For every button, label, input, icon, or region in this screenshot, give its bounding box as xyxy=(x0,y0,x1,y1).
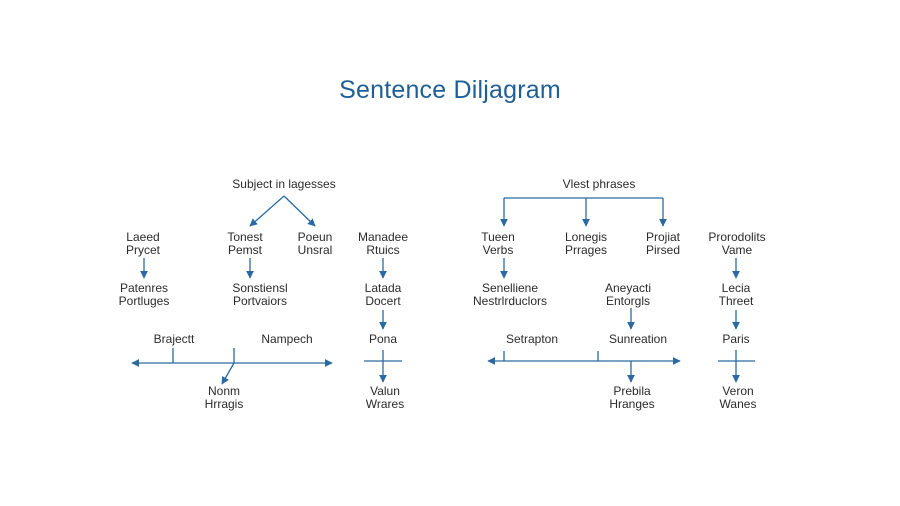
node-prebila-line-2: Hranges xyxy=(609,397,655,411)
node-senelliene-line-2: Nestrlrduclors xyxy=(472,294,548,308)
node-aneyacti-line-1: Aneyacti xyxy=(604,281,652,295)
node-brajectt: Brajectt xyxy=(154,333,195,346)
node-sunreation-line-1: Sunreation xyxy=(608,332,668,346)
node-valun-line-1: Valun xyxy=(370,384,400,398)
node-tonest-line-1: Tonest xyxy=(227,230,263,244)
node-tonest-line-2: Pemst xyxy=(227,243,263,257)
node-lonegis-line-2: Prrages xyxy=(564,243,608,257)
node-latada-line-1: Latada xyxy=(364,281,402,295)
node-nampech: Nampech xyxy=(261,333,312,346)
node-paris-line-1: Paris xyxy=(722,332,750,346)
node-nonm-line-2: Hrragis xyxy=(204,397,244,411)
diagram-title: Sentence Diljagram xyxy=(339,76,561,104)
node-sunreation: Sunreation xyxy=(609,333,667,346)
node-patenres-line-1: Patenres xyxy=(119,281,169,295)
node-subject-header: Subject in lagesses xyxy=(232,178,335,191)
node-nonm-line-1: Nonm xyxy=(207,384,241,398)
connector-baseline-to-nonm xyxy=(221,362,235,385)
node-valun-line-2: Wrares xyxy=(365,397,405,411)
node-paris: Paris xyxy=(722,333,749,346)
node-lonegis-line-1: Lonegis xyxy=(564,230,608,244)
node-latada-line-2: Docert xyxy=(365,294,401,308)
node-setrapton-line-1: Setrapton xyxy=(505,332,559,346)
node-sonstiens-line-1: Sonstiensl xyxy=(232,281,288,295)
node-lecia-line-2: Threet xyxy=(718,294,754,308)
connector-subject-to-poeun xyxy=(283,195,316,227)
node-manadee-line-1: Manadee xyxy=(357,230,409,244)
node-manadee-line-2: Rtuics xyxy=(366,243,400,257)
node-sonstiens-line-2: Portvaiors xyxy=(232,294,288,308)
node-prebila-line-1: Prebila xyxy=(613,384,651,398)
node-laeed-line-2: Prycet xyxy=(125,243,161,257)
node-prorodolits-line-2: Vame xyxy=(721,243,753,257)
node-poeun-line-1: Poeun xyxy=(297,230,333,244)
node-laeed-line-1: Laeed xyxy=(126,230,160,244)
node-nampech-line-1: Nampech xyxy=(261,332,313,346)
node-veron-line-2: Wanes xyxy=(719,397,757,411)
node-setrapton: Setrapton xyxy=(506,333,558,346)
node-senelliene-line-1: Senelliene xyxy=(481,281,539,295)
node-lecia-line-1: Lecia xyxy=(721,281,751,295)
node-subject-header-line-1: Subject in lagesses xyxy=(232,177,336,191)
node-verb-header-line-1: Vlest phrases xyxy=(562,177,636,191)
node-aneyacti-line-2: Entorgls xyxy=(605,294,651,308)
node-verb-header: Vlest phrases xyxy=(563,178,636,191)
node-brajectt-line-1: Brajectt xyxy=(153,332,195,346)
node-veron-line-1: Veron xyxy=(722,384,754,398)
node-projiat-line-2: Pirsed xyxy=(645,243,681,257)
node-prorodolits-line-1: Prorodolits xyxy=(708,230,766,244)
node-pona-line-1: Pona xyxy=(368,332,398,346)
node-patenres-line-2: Portluges xyxy=(118,294,170,308)
node-tueen-line-2: Verbs xyxy=(482,243,514,257)
node-poeun-line-2: Unsral xyxy=(297,243,333,257)
node-tueen-line-1: Tueen xyxy=(481,230,515,244)
connector-subject-to-tonest xyxy=(249,195,285,227)
node-projiat-line-1: Projiat xyxy=(645,230,681,244)
node-pona: Pona xyxy=(369,333,397,346)
